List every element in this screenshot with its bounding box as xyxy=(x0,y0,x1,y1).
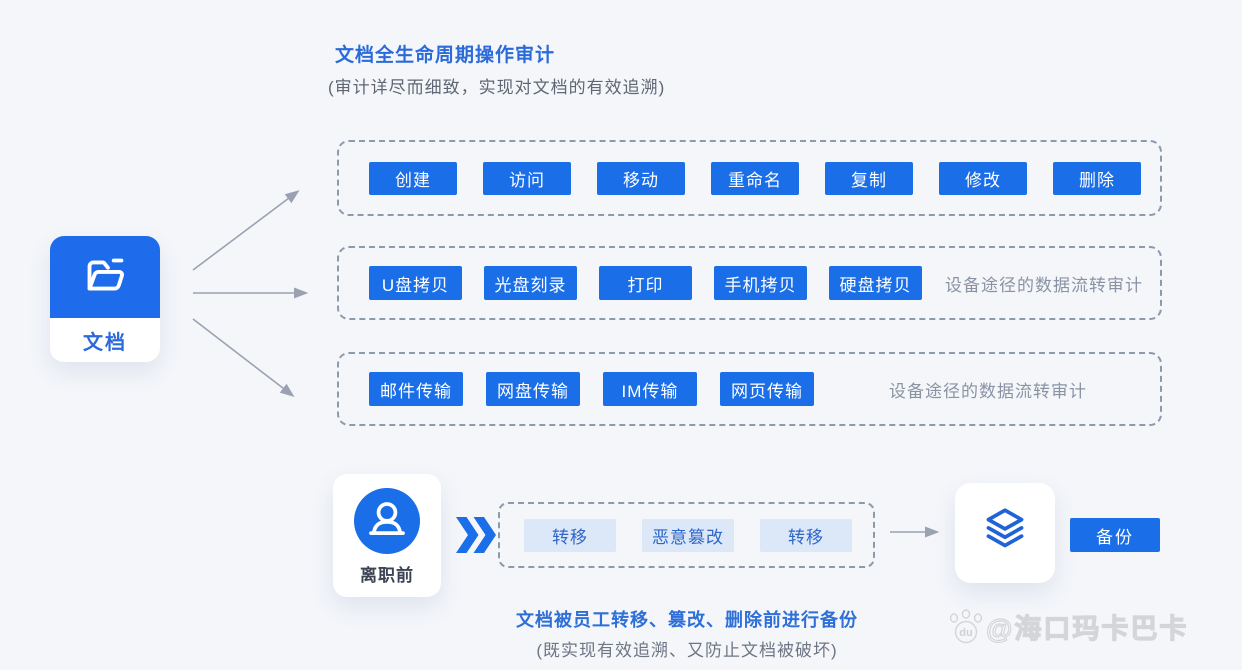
person-icon xyxy=(356,488,418,555)
op-chip-copy: 复制 xyxy=(825,161,913,195)
risk-chip-transfer-1: 转移 xyxy=(524,518,616,552)
watermark: du @海口玛卡巴卡 xyxy=(946,603,1188,650)
backup-storage-card xyxy=(955,483,1055,583)
op-chip-rename: 重命名 xyxy=(711,161,799,195)
page-title: 文档全生命周期操作审计 xyxy=(335,45,556,66)
net-chip-im-transfer: IM传输 xyxy=(603,372,697,406)
op-chip-create: 创建 xyxy=(369,161,457,195)
op-chip-move: 移动 xyxy=(597,161,685,195)
actor-card: 离职前 xyxy=(333,474,441,597)
paw-icon: du xyxy=(946,603,986,650)
audit-row-network-channels: 邮件传输 网盘传输 IM传输 网页传输 设备途径的数据流转审计 xyxy=(337,352,1162,426)
page-subtitle: (审计详尽而细致，实现对文档的有效追溯) xyxy=(328,78,666,97)
device-chip-disk-copy: 硬盘拷贝 xyxy=(829,266,922,300)
document-card-label: 文档 xyxy=(83,331,127,354)
device-row-note: 设备途径的数据流转审计 xyxy=(945,275,1143,295)
backup-caption-sub: (既实现有效追溯、又防止文档被破坏) xyxy=(536,641,838,660)
backup-chip: 备份 xyxy=(1070,518,1160,552)
op-chip-delete: 删除 xyxy=(1053,161,1141,195)
op-chip-modify: 修改 xyxy=(939,161,1027,195)
risk-actions-box: 转移 恶意篡改 转移 xyxy=(498,502,875,568)
risk-chip-tamper: 恶意篡改 xyxy=(642,518,734,552)
document-icon-block xyxy=(50,236,160,318)
net-chip-web-transfer: 网页传输 xyxy=(720,372,814,406)
document-card: 文档 xyxy=(50,236,160,362)
avatar xyxy=(354,488,420,554)
op-chip-access: 访问 xyxy=(483,161,571,195)
watermark-text: @海口玛卡巴卡 xyxy=(985,613,1189,644)
double-chevron-icon xyxy=(455,516,497,559)
net-chip-netdisk-transfer: 网盘传输 xyxy=(486,372,580,406)
device-chip-usb-copy: U盘拷贝 xyxy=(369,266,462,300)
backup-arrow xyxy=(886,524,946,545)
audit-row-operations: 创建 访问 移动 重命名 复制 修改 删除 xyxy=(337,140,1162,216)
device-chip-print: 打印 xyxy=(599,266,692,300)
audit-row-device-channels: U盘拷贝 光盘刻录 打印 手机拷贝 硬盘拷贝 设备途径的数据流转审计 xyxy=(337,246,1162,320)
folder-icon xyxy=(76,246,134,309)
device-chip-phone-copy: 手机拷贝 xyxy=(714,266,807,300)
actor-card-label: 离职前 xyxy=(360,566,414,585)
backup-caption: 文档被员工转移、篡改、删除前进行备份 xyxy=(516,610,858,630)
device-chip-cd-burn: 光盘刻录 xyxy=(484,266,577,300)
fanout-arrows xyxy=(185,180,320,415)
paw-icon-du-text: du xyxy=(959,627,972,639)
network-row-note: 设备途径的数据流转审计 xyxy=(889,381,1087,401)
net-chip-email-transfer: 邮件传输 xyxy=(369,372,463,406)
layers-icon xyxy=(976,502,1034,565)
risk-chip-transfer-2: 转移 xyxy=(760,518,852,552)
